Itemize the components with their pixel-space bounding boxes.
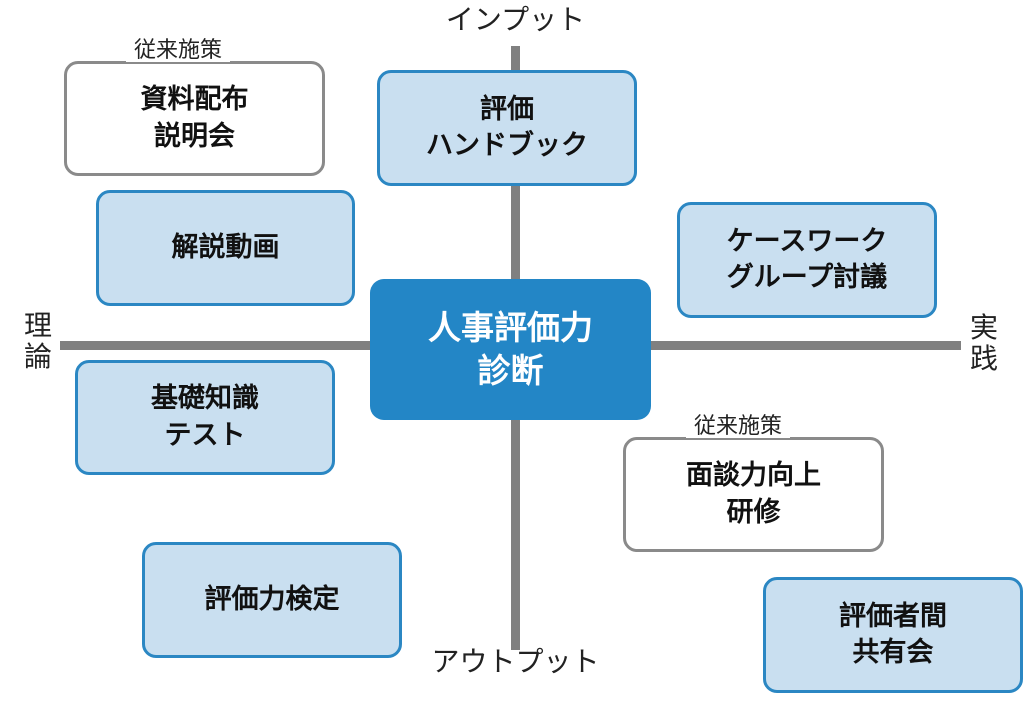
box-label: 基礎知識 テスト — [151, 383, 259, 451]
box-casework: ケースワーク グループ討議 — [677, 202, 937, 318]
axis-label-theory: 理論 — [23, 309, 52, 373]
box-label: 面談力向上 研修 — [686, 460, 821, 528]
box-mendan-kenshu: 面談力向上 研修 — [623, 437, 884, 552]
box-hyoka-kentei: 評価力検定 — [142, 542, 402, 658]
box-hyoka-handbook: 評価 ハンドブック — [377, 70, 637, 186]
center-label: 人事評価力 診断 — [428, 307, 593, 390]
legacy-tag: 従来施策 — [126, 40, 231, 62]
axis-label-practice: 実践 — [969, 311, 998, 375]
box-label: 評価力検定 — [204, 583, 340, 615]
box-label: 解説動画 — [171, 231, 280, 263]
axis-label-output: アウトプット — [431, 645, 600, 678]
axis-label-input: インプット — [445, 3, 586, 36]
box-kiso-test: 基礎知識 テスト — [75, 360, 335, 475]
box-label: 評価者間 共有会 — [839, 600, 947, 668]
box-kyoyukai: 評価者間 共有会 — [763, 577, 1023, 693]
box-label: 評価 ハンドブック — [426, 93, 588, 161]
box-label: 資料配布 説明会 — [140, 84, 249, 152]
legacy-tag: 従来施策 — [686, 416, 791, 438]
box-label: ケースワーク グループ討議 — [726, 225, 888, 293]
box-kaisetsu-douga: 解説動画 — [96, 190, 355, 306]
box-shiryo-setsumeikai: 資料配布 説明会 — [64, 61, 325, 176]
center-diagnosis-box: 人事評価力 診断 — [370, 279, 651, 420]
